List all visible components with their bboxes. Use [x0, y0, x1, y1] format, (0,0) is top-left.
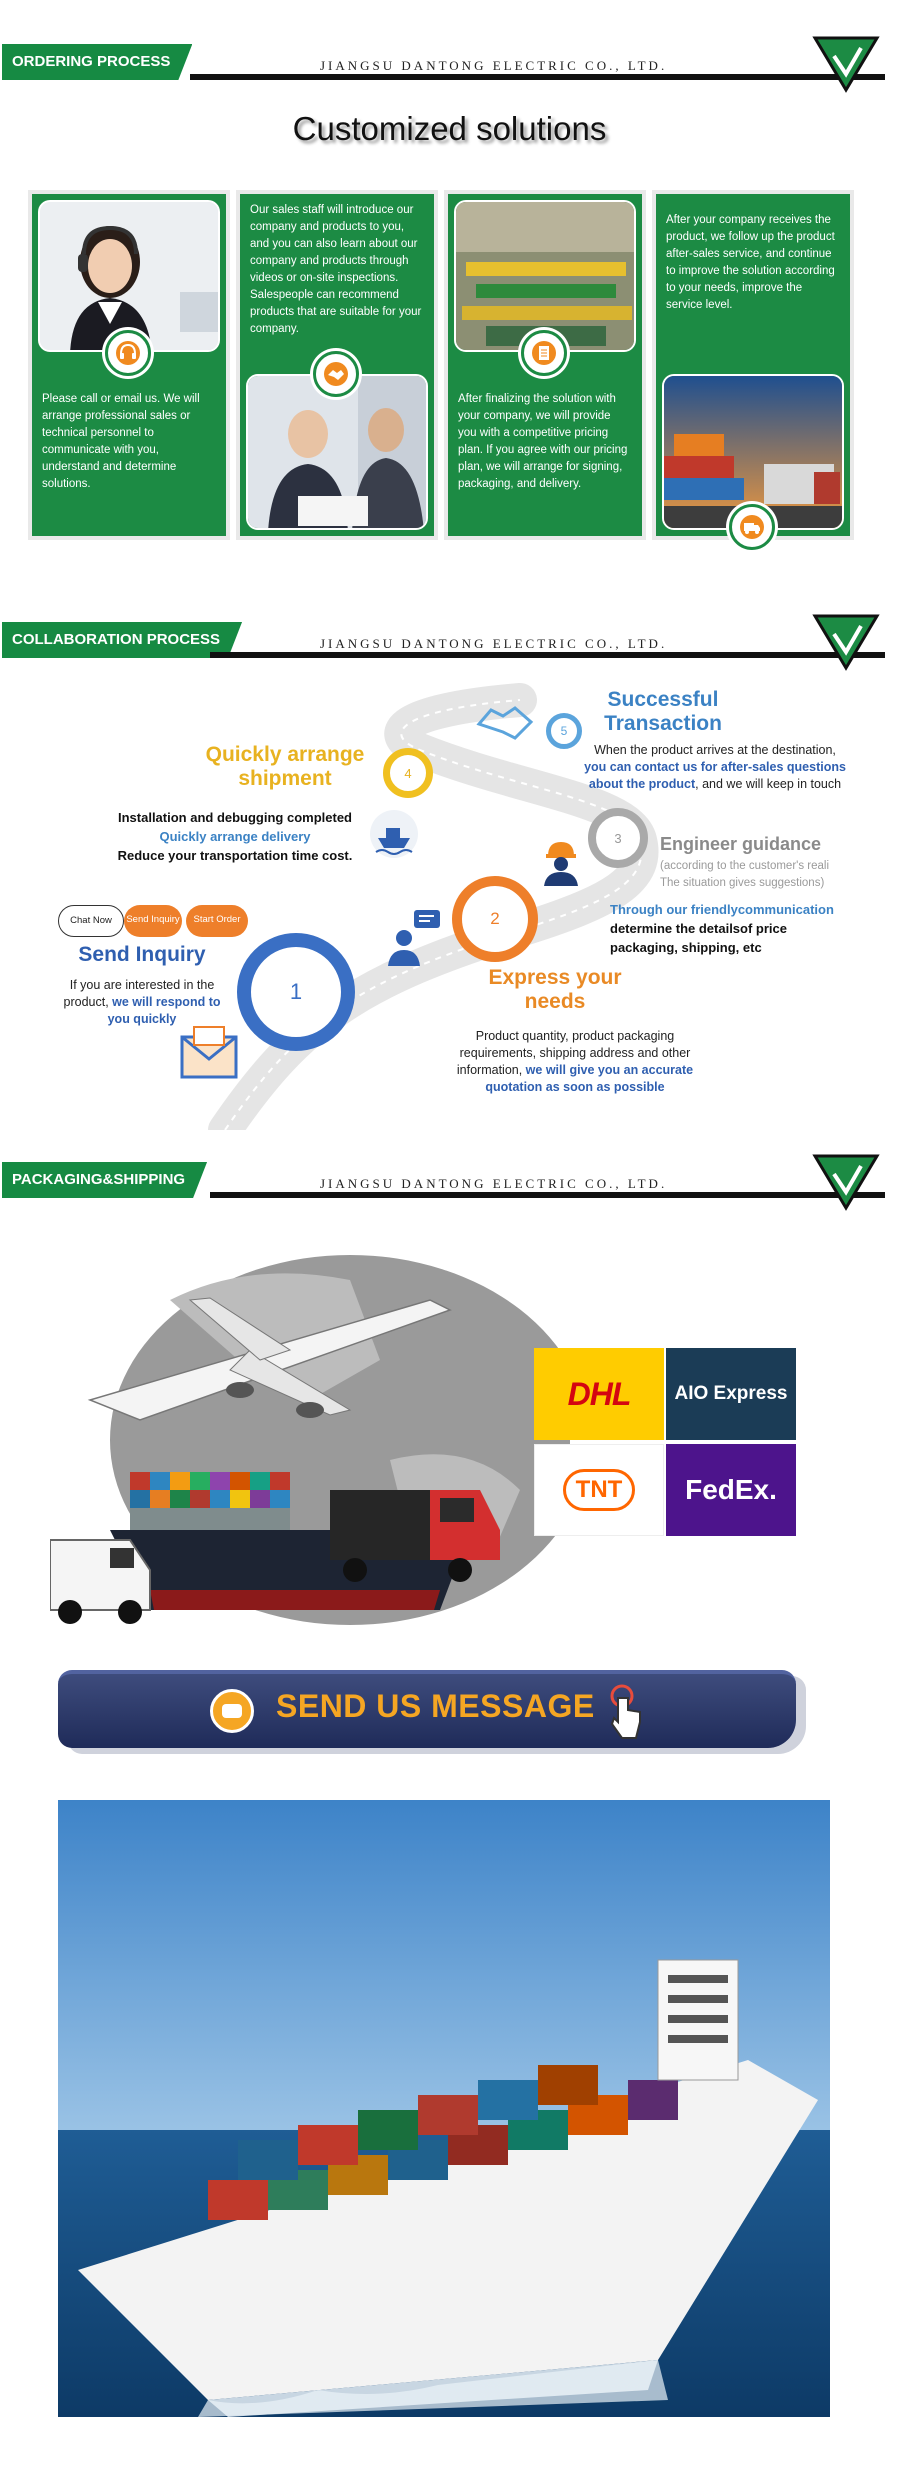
step-5-ring: 5	[546, 713, 582, 749]
step-5-title: Successful Transaction	[604, 688, 722, 735]
process-card-3: After finalizing the solution with your …	[444, 190, 646, 540]
header-divider	[210, 652, 885, 658]
page-title: Customized solutions	[292, 110, 607, 147]
step-3-note: (according to the customer's reali The s…	[660, 858, 890, 892]
company-name: JIANGSU DANTONG ELECTRIC CO., LTD.	[320, 1176, 668, 1191]
step-3-ring: 3	[588, 808, 648, 868]
step-4-ring: 4	[383, 748, 433, 798]
step-2-text: Product quantity, product packaging requ…	[450, 1028, 700, 1096]
ordering-header: ORDERING PROCESS JIANGSU DANTONG ELECTRI…	[0, 30, 899, 100]
chat-now-button[interactable]: Chat Now	[58, 905, 124, 937]
truck-icon	[729, 504, 775, 550]
company-name: JIANGSU DANTONG ELECTRIC CO., LTD.	[320, 58, 668, 73]
process-card-4: After your company receives the product,…	[652, 190, 854, 550]
logistics-photo	[662, 374, 844, 530]
step-1-ring: 1	[237, 933, 355, 1051]
section-tag-packaging: PACKAGING&SHIPPING	[2, 1162, 207, 1198]
card-text: Our sales staff will introduce our compa…	[250, 204, 422, 335]
step-4-line-3: Reduce your transportation time cost.	[117, 848, 353, 863]
step-1-title: Send Inquiry	[78, 943, 206, 966]
header-divider	[210, 1192, 885, 1198]
step-5-text-a: When the product arrives at the destinat…	[594, 743, 836, 757]
cargo-ship-photo	[58, 1800, 830, 2417]
company-name: JIANGSU DANTONG ELECTRIC CO., LTD.	[320, 636, 668, 651]
step-1-text: If you are interested in the product, we…	[62, 977, 222, 1028]
green-triangle-badge-icon	[812, 1154, 880, 1211]
fedex-logo: FedEx.	[666, 1444, 796, 1536]
step-2-title: Express your needs	[488, 966, 622, 1013]
send-message-button[interactable]: SEND US MESSAGE	[58, 1670, 796, 1748]
dhl-logo: DHL	[534, 1348, 664, 1440]
shipping-illustration	[50, 1255, 570, 1625]
step-1-text-a: If you are interested in the product,	[63, 978, 215, 1009]
green-triangle-badge-icon	[812, 36, 880, 93]
step-3-text: Through our friendlycommunication determ…	[610, 900, 890, 957]
page-title-wrap: Customized solutions	[0, 110, 899, 148]
engineer-icon	[544, 842, 578, 886]
step-2-text-b: we will give you an accurate quotation a…	[485, 1063, 694, 1094]
packaging-header: PACKAGING&SHIPPING JIANGSU DANTONG ELECT…	[0, 1148, 899, 1218]
step-3-title: Engineer guidance	[660, 834, 822, 854]
tnt-logo: TNT	[534, 1444, 664, 1536]
green-triangle-badge-icon	[812, 614, 880, 671]
step-2-ring: 2	[452, 876, 538, 962]
tnt-logo-text: TNT	[562, 1469, 636, 1511]
step-3-line-2: determine the detailsof price	[610, 921, 787, 936]
send-message-label: SEND US MESSAGE	[276, 1688, 595, 1724]
send-inquiry-button[interactable]: Send Inquiry	[124, 905, 182, 937]
dhl-logo-text: DHL	[567, 1375, 632, 1412]
handshake-icon	[476, 706, 534, 740]
section-tag-collaboration: COLLABORATION PROCESS	[2, 622, 242, 658]
envelope-icon	[180, 1026, 238, 1079]
pointer-hand-icon	[610, 1684, 641, 1739]
card-text: Please call or email us. We will arrange…	[42, 393, 200, 490]
handshake-icon	[313, 351, 359, 397]
card-text: After your company receives the product,…	[666, 214, 835, 311]
aio-express-logo-text: AIO Express	[674, 1383, 788, 1404]
process-card-1: Please call or email us. We will arrange…	[28, 190, 230, 540]
card-text: After finalizing the solution with your …	[458, 393, 628, 490]
step-3-note-2: The situation gives suggestions)	[660, 877, 825, 889]
customer-service-photo	[38, 200, 220, 352]
step-5-text: When the product arrives at the destinat…	[570, 742, 860, 793]
step-4-line-1: Installation and debugging completed	[117, 810, 352, 825]
section-tag-ordering: ORDERING PROCESS	[2, 44, 192, 80]
collaboration-header: COLLABORATION PROCESS JIANGSU DANTONG EL…	[0, 608, 899, 678]
chat-bubble-icon	[210, 1689, 254, 1733]
start-order-button[interactable]: Start Order	[186, 905, 248, 937]
ship-icon	[370, 810, 418, 858]
document-icon	[521, 330, 567, 376]
step-5-text-c: , and we will keep in touch	[695, 777, 842, 791]
step-4-title: Quickly arrange shipment	[205, 743, 365, 790]
step-1-text-b: we will respond to you quickly	[107, 995, 221, 1026]
step-5-text-b: you can contact us for after-sales quest…	[584, 760, 846, 791]
step-3-line-3: packaging, shipping, etc	[610, 940, 762, 955]
consultant-icon	[388, 910, 440, 966]
header-divider	[190, 74, 885, 80]
process-card-2: Our sales staff will introduce our compa…	[236, 190, 438, 540]
step-4-text: Installation and debugging completed Qui…	[100, 808, 370, 865]
meeting-photo	[246, 374, 428, 530]
step-4-line-2: Quickly arrange delivery	[159, 829, 311, 844]
aio-express-logo: AIO Express	[666, 1348, 796, 1440]
step-2-text-a: Product quantity, product packaging requ…	[456, 1029, 691, 1077]
step-3-line-1: Through our friendlycommunication	[610, 902, 834, 917]
fedex-logo-text: FedEx.	[685, 1474, 777, 1505]
step-3-note-1: (according to the customer's reali	[660, 860, 830, 872]
headset-icon	[105, 330, 151, 376]
